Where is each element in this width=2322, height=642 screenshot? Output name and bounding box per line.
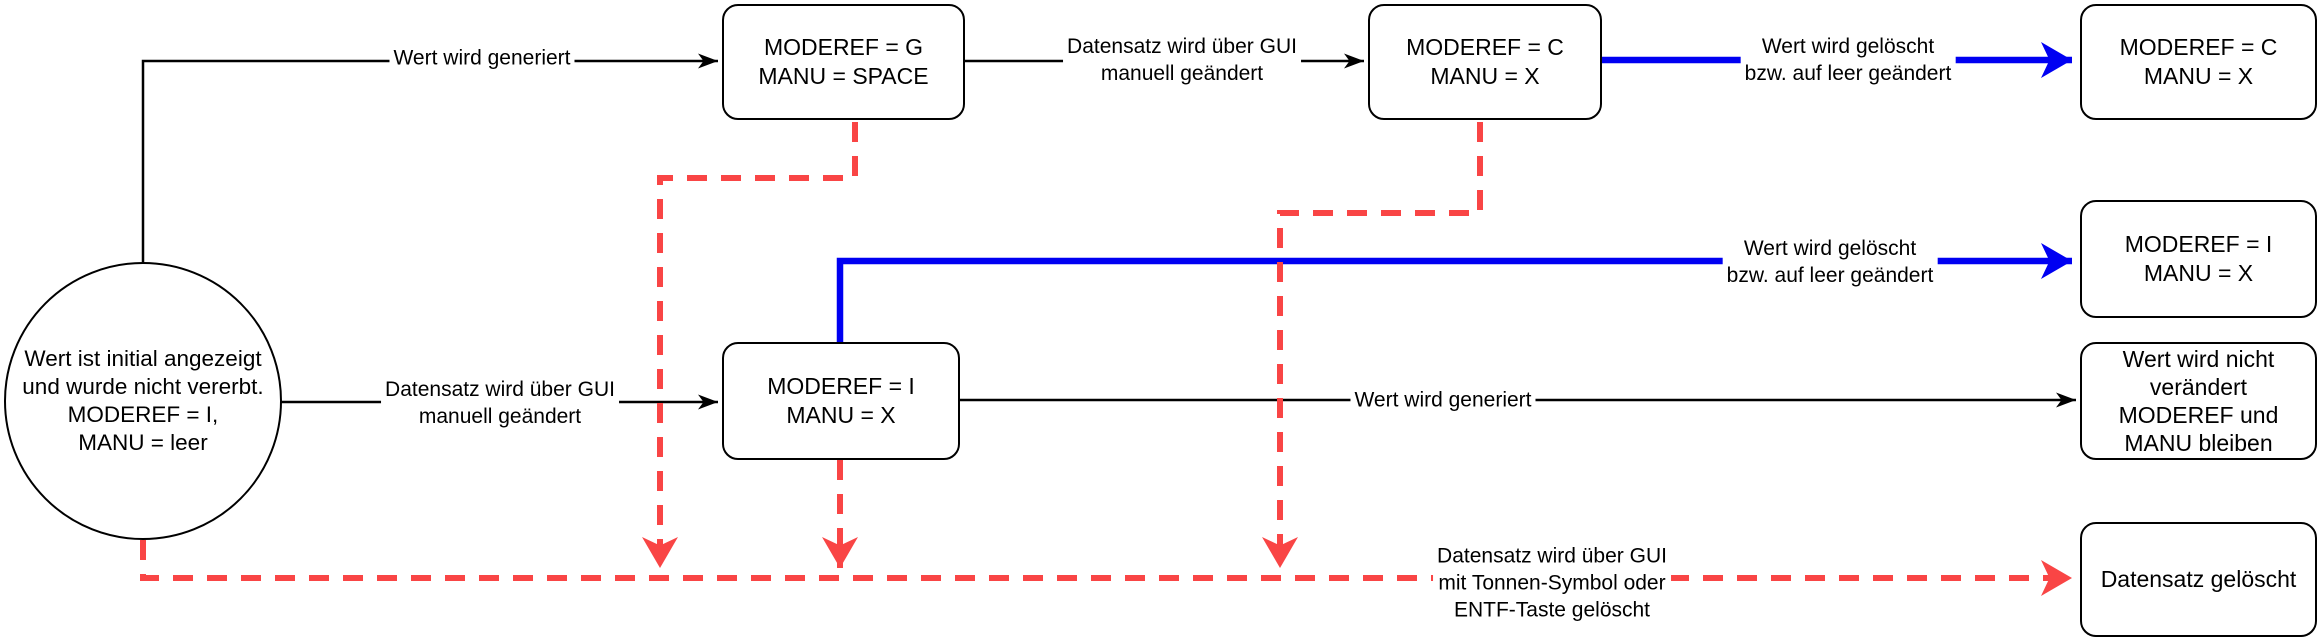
- node-unchanged: Wert wird nicht verändert MODEREF und MA…: [2080, 342, 2317, 460]
- node-moderef-g-label: MODEREF = G MANU = SPACE: [758, 34, 929, 89]
- node-moderef-i-final-label: MODEREF = I MANU = X: [2124, 231, 2273, 286]
- node-unchanged-label: Wert wird nicht verändert MODEREF und MA…: [2118, 346, 2279, 456]
- edge-generate-top: [141, 53, 718, 262]
- edge-delete-mid: [836, 243, 2072, 342]
- edge-label-generate-mid: Wert wird generiert: [1350, 385, 1536, 415]
- edge-delete-from-g: [642, 122, 858, 568]
- node-start-state: Wert ist initial angezeigt und wurde nic…: [4, 262, 282, 540]
- node-moderef-c: MODEREF = C MANU = X: [1368, 4, 1602, 120]
- node-moderef-i-mid: MODEREF = I MANU = X: [722, 342, 960, 460]
- node-moderef-c-label: MODEREF = C MANU = X: [1406, 34, 1564, 89]
- node-deleted-label: Datensatz gelöscht: [2100, 566, 2297, 592]
- node-moderef-i-final: MODEREF = I MANU = X: [2080, 200, 2317, 318]
- node-deleted: Datensatz gelöscht: [2080, 522, 2317, 637]
- node-moderef-g: MODEREF = G MANU = SPACE: [722, 4, 965, 120]
- edge-delete-from-c: [1262, 122, 1483, 568]
- edge-label-delete-top: Wert wird gelöscht bzw. auf leer geänder…: [1740, 32, 1956, 88]
- edge-record-deleted: [140, 540, 2072, 596]
- edge-label-delete-mid: Wert wird gelöscht bzw. auf leer geänder…: [1722, 234, 1938, 290]
- edge-label-generate-top: Wert wird generiert: [389, 43, 575, 73]
- node-moderef-i-mid-label: MODEREF = I MANU = X: [767, 373, 915, 428]
- edge-label-gui-delete-bottom: Datensatz wird über GUI mit Tonnen-Symbo…: [1433, 541, 1671, 625]
- node-moderef-c-final-label: MODEREF = C MANU = X: [2119, 34, 2278, 89]
- node-moderef-c-final: MODEREF = C MANU = X: [2080, 4, 2317, 120]
- edge-label-gui-change-top: Datensatz wird über GUI manuell geändert: [1063, 32, 1301, 88]
- edge-label-gui-change-left: Datensatz wird über GUI manuell geändert: [381, 375, 619, 431]
- node-start-state-label: Wert ist initial angezeigt und wurde nic…: [22, 346, 264, 455]
